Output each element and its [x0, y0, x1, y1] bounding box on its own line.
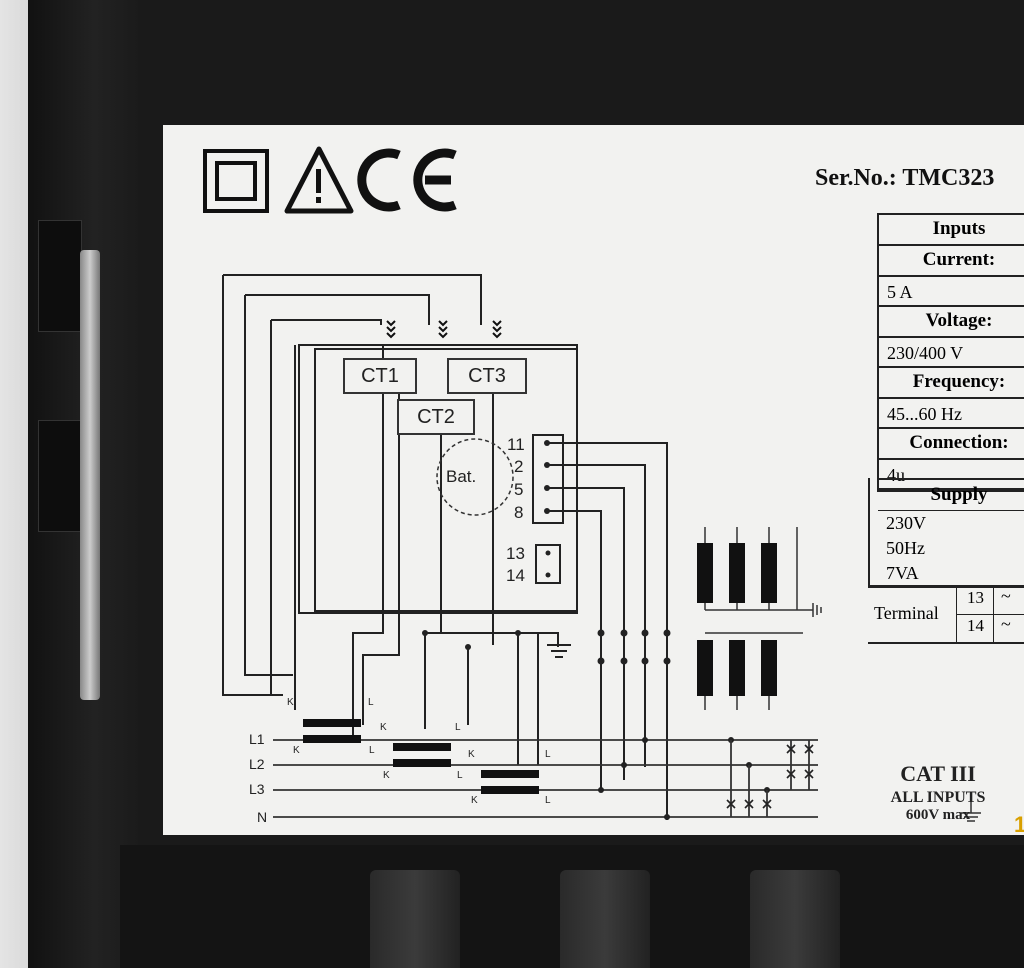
- voltage-transformers: [697, 543, 777, 696]
- voltage-header: Voltage:: [879, 307, 1024, 338]
- inputs-header: Inputs: [879, 215, 1024, 246]
- line-n: N: [257, 809, 268, 825]
- voltage-value: 230/400 V: [879, 338, 1024, 368]
- double-insulation-icon: [203, 149, 269, 213]
- ct3-l2-label: L: [545, 795, 551, 806]
- supply-header: Supply: [878, 478, 1024, 511]
- terminal-label: Terminal: [874, 603, 939, 623]
- terminal-numbers: 13 14 ~ ~: [956, 586, 1024, 642]
- current-value: 5 A: [879, 277, 1024, 307]
- ct-arrow-icons: [386, 320, 502, 339]
- mounting-clip-top: [38, 220, 82, 332]
- ct1-l-label: L: [368, 697, 374, 708]
- warning-icon: [284, 146, 354, 214]
- terminal-5: 5: [514, 480, 524, 499]
- terminal-8: 8: [514, 503, 524, 522]
- frequency-header: Frequency:: [879, 368, 1024, 399]
- line-l3: L3: [249, 781, 265, 797]
- terminal-14: 14: [506, 566, 525, 585]
- cat-max-voltage: 600V max: [905, 807, 971, 823]
- supply-terminal-block: Terminal 13 14 ~ ~: [868, 585, 1024, 644]
- ct1-k-label: K: [287, 697, 294, 708]
- mounting-clip-bottom: [38, 420, 82, 532]
- current-header: Current:: [879, 246, 1024, 277]
- supply-voltage: 230V: [886, 513, 926, 533]
- mounting-screw: [80, 250, 100, 700]
- ct1-l2-label: L: [369, 745, 375, 756]
- ct2-label: CT2: [397, 399, 475, 435]
- supply-power: 7VA: [886, 563, 919, 583]
- ac-symbol-icon: ~: [1001, 586, 1011, 606]
- ct2-l-label: L: [455, 722, 461, 733]
- supply-table: Supply 230V 50Hz 7VA: [868, 478, 1024, 588]
- line-l1: L1: [249, 731, 265, 747]
- screw-terminal: [560, 870, 650, 968]
- ct3-l-label: L: [545, 749, 551, 760]
- edge-marking: 1: [1014, 812, 1024, 837]
- ce-mark-icon: [357, 148, 457, 212]
- terminal-11: 11: [507, 435, 525, 454]
- wiring-diagram: [203, 146, 981, 822]
- frequency-value: 45...60 Hz: [879, 399, 1024, 429]
- ac-symbol-icon: ~: [1001, 614, 1011, 634]
- cat-scope: ALL INPUTS: [890, 789, 986, 806]
- ct3-label: CT3: [447, 358, 527, 394]
- ct3-k-label: K: [468, 749, 475, 760]
- ct1-label: CT1: [343, 358, 417, 394]
- cat-rating: CAT III ALL INPUTS 600V max: [873, 761, 1003, 824]
- line-l2: L2: [249, 756, 265, 772]
- ct2-k-label: K: [380, 722, 387, 733]
- supply-terminal-14: 14: [967, 616, 984, 635]
- connection-value: 4u: [879, 460, 1024, 490]
- ct1-k2-label: K: [293, 745, 300, 756]
- battery-outline: [436, 438, 514, 516]
- specification-label: Ser.No.: TMC323 CT1 CT3 CT2 Bat. 11 2 5 …: [163, 125, 1024, 835]
- terminal-2: 2: [514, 457, 524, 476]
- battery-label: Bat.: [446, 467, 477, 486]
- ct3-k2-label: K: [471, 795, 478, 806]
- inputs-table: Inputs Current: 5 A Voltage: 230/400 V F…: [877, 213, 1024, 492]
- connection-header: Connection:: [879, 429, 1024, 460]
- screw-terminal: [750, 870, 840, 968]
- terminal-13: 13: [506, 544, 525, 563]
- screw-terminal: [370, 870, 460, 968]
- cat-level: CAT III: [900, 761, 976, 786]
- ct2-k2-label: K: [383, 770, 390, 781]
- supply-frequency: 50Hz: [886, 538, 925, 558]
- supply-terminal-13: 13: [967, 588, 984, 607]
- ct2-l2-label: L: [457, 770, 463, 781]
- serial-number: Ser.No.: TMC323: [815, 165, 995, 191]
